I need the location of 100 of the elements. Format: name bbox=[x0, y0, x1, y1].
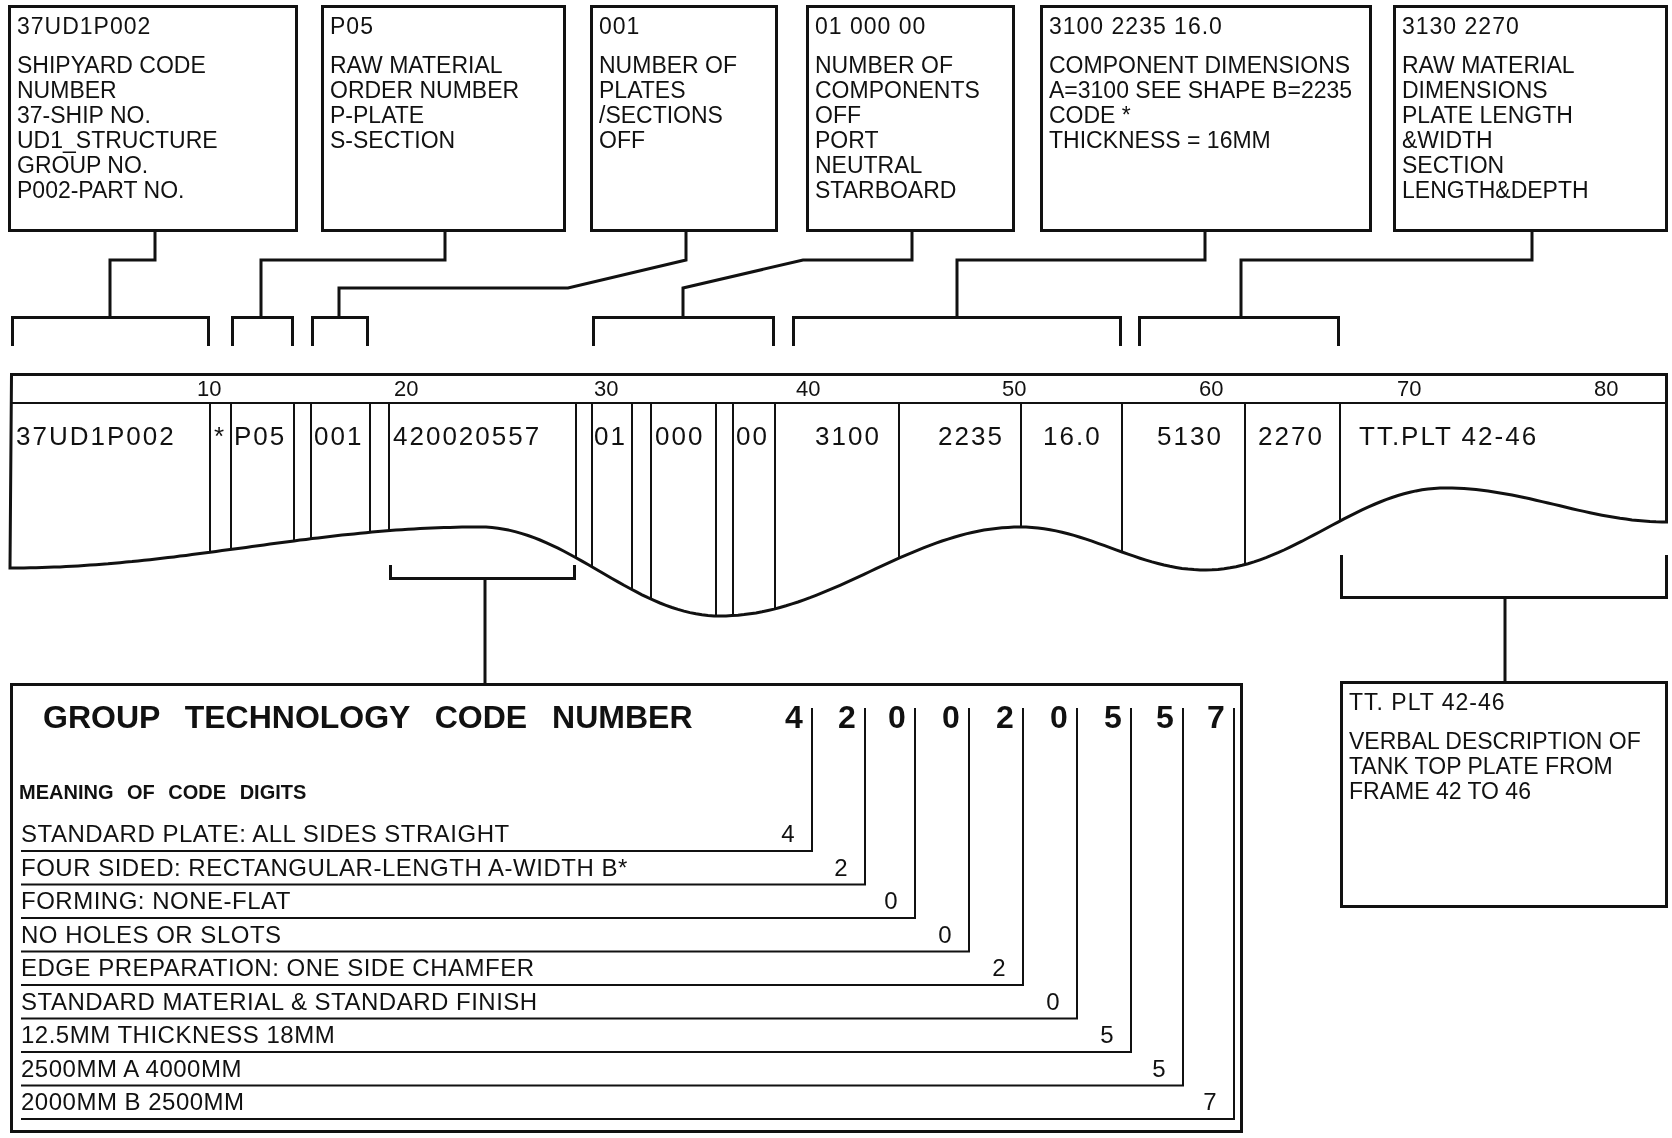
field-value: 2270 bbox=[1258, 421, 1324, 451]
description-text: SECTION LENGTH&DEPTH bbox=[1402, 153, 1590, 203]
code-text: 001 bbox=[599, 14, 642, 39]
bracket bbox=[592, 316, 775, 346]
description-text: COMPONENT DIMENSIONS bbox=[1049, 53, 1352, 78]
callout-box bbox=[590, 5, 778, 232]
punch-card bbox=[10, 373, 1668, 619]
leader-line bbox=[259, 232, 447, 316]
field-value: 01 bbox=[594, 421, 627, 451]
description-text: UD1_STRUCTURE GROUP NO. bbox=[17, 128, 219, 178]
code-meaning: NO HOLES OR SLOTS bbox=[21, 920, 282, 949]
leader-line bbox=[337, 232, 688, 316]
code-digit: 2 bbox=[833, 853, 849, 882]
code-meaning: STANDARD MATERIAL & STANDARD FINISH bbox=[21, 987, 538, 1016]
callout-box bbox=[8, 5, 298, 232]
code-digit: 5 bbox=[1151, 1054, 1167, 1083]
column-number: 20 bbox=[394, 375, 419, 403]
description-text: RAW MATERIAL ORDER NUMBER bbox=[330, 53, 521, 103]
code-text: 3130 2270 bbox=[1402, 14, 1521, 39]
column-number: 30 bbox=[594, 375, 619, 403]
code-text: P05 bbox=[330, 14, 375, 39]
bracket bbox=[1340, 555, 1668, 599]
code-digit: 2 bbox=[837, 698, 857, 736]
bracket bbox=[311, 316, 369, 346]
field-value: 000 bbox=[655, 421, 705, 451]
column-number: 80 bbox=[1594, 375, 1619, 403]
field-value: * bbox=[214, 421, 227, 451]
code-digit: 5 bbox=[1099, 1021, 1115, 1049]
code-digit: 0 bbox=[883, 887, 899, 915]
code-meaning: 12.5MM THICKNESS 18MM bbox=[21, 1021, 336, 1049]
code-digit: 5 bbox=[1103, 698, 1123, 736]
bracket bbox=[231, 316, 294, 346]
panel-subheading: MEANING OF CODE DIGITS bbox=[19, 780, 307, 804]
leader-line bbox=[681, 232, 914, 316]
code-meaning: EDGE PREPARATION: ONE SIDE CHAMFER bbox=[21, 954, 535, 982]
description-text: P-PLATE bbox=[330, 103, 426, 128]
field-value: 37UD1P002 bbox=[16, 421, 176, 451]
code-text: 37UD1P002 bbox=[17, 14, 153, 39]
column-number: 40 bbox=[796, 375, 821, 403]
description-text: P002-PART NO. bbox=[17, 178, 186, 203]
column-number: 60 bbox=[1199, 375, 1224, 403]
description-text: PLATE LENGTH &WIDTH bbox=[1402, 103, 1574, 153]
code-meaning: FORMING: NONE-FLAT bbox=[21, 887, 291, 915]
code-digit: 4 bbox=[780, 820, 796, 848]
code-digit: 0 bbox=[941, 698, 961, 736]
description-text: A=3100 SEE SHAPE B=2235 CODE * bbox=[1049, 78, 1354, 128]
code-digit: 2 bbox=[991, 954, 1007, 982]
code-digit: 0 bbox=[887, 698, 907, 736]
code-meaning: STANDARD PLATE: ALL SIDES STRAIGHT bbox=[21, 820, 510, 848]
description-text: RAW MATERIAL DIMENSIONS bbox=[1402, 53, 1575, 103]
field-value: TT.PLT 42-46 bbox=[1359, 421, 1539, 451]
description-text: SHIPYARD CODE NUMBER bbox=[17, 53, 207, 103]
callout-box bbox=[1040, 5, 1372, 232]
description-text: S-SECTION bbox=[330, 128, 457, 153]
code-text: 01 000 00 bbox=[815, 14, 928, 39]
field-value: 001 bbox=[314, 421, 364, 451]
column-number: 50 bbox=[1002, 375, 1027, 403]
code-digit: 4 bbox=[784, 698, 804, 736]
callout-box bbox=[1393, 5, 1668, 232]
leader-line bbox=[1239, 232, 1534, 316]
column-number: 10 bbox=[197, 375, 222, 403]
field-value: P05 bbox=[234, 421, 287, 451]
code-meaning: 2500MM A 4000MM bbox=[21, 1054, 242, 1083]
callout-box bbox=[321, 5, 566, 232]
code-digit: 2 bbox=[995, 698, 1015, 736]
code-text: TT. PLT 42-46 bbox=[1349, 690, 1507, 715]
bracket bbox=[11, 316, 210, 346]
leader-line bbox=[1503, 599, 1507, 681]
leader-line bbox=[108, 232, 157, 316]
code-text: 3100 2235 16.0 bbox=[1049, 14, 1224, 39]
description-text: THICKNESS = 16MM bbox=[1049, 128, 1272, 153]
description-text: NUMBER OF COMPONENTS OFF bbox=[815, 53, 981, 128]
description-text: NUMBER OF PLATES /SECTIONS OFF bbox=[599, 53, 738, 153]
leader-line bbox=[483, 580, 487, 683]
description-text: 37-SHIP NO. bbox=[17, 103, 152, 128]
column-number: 70 bbox=[1397, 375, 1422, 403]
field-value: 3100 bbox=[815, 421, 881, 451]
code-digit: 7 bbox=[1206, 698, 1226, 736]
description-text: PORT bbox=[815, 128, 880, 153]
field-value: 2235 bbox=[938, 421, 1004, 451]
description-text: STARBOARD bbox=[815, 178, 958, 203]
leader-line bbox=[955, 232, 1207, 316]
field-value: 00 bbox=[736, 421, 769, 451]
code-digit: 0 bbox=[1045, 987, 1061, 1016]
callout-box bbox=[1340, 681, 1668, 908]
field-value: 16.0 bbox=[1043, 421, 1102, 451]
code-digit: 0 bbox=[937, 920, 953, 949]
description-text: VERBAL DESCRIPTION OF TANK TOP PLATE FROM FRAME 42 TO 46 bbox=[1349, 729, 1642, 804]
code-digit: 5 bbox=[1155, 698, 1175, 736]
bracket bbox=[1138, 316, 1340, 346]
description-text: NEUTRAL bbox=[815, 153, 924, 178]
code-meaning: 2000MM B 2500MM bbox=[21, 1088, 245, 1116]
panel-heading: GROUP TECHNOLOGY CODE NUMBER bbox=[43, 698, 693, 736]
field-value: 5130 bbox=[1157, 421, 1223, 451]
field-value: 420020557 bbox=[393, 421, 542, 451]
code-digit: 0 bbox=[1049, 698, 1069, 736]
bracket bbox=[792, 316, 1122, 346]
callout-box bbox=[806, 5, 1015, 232]
code-digit: 7 bbox=[1202, 1088, 1218, 1116]
code-meaning: FOUR SIDED: RECTANGULAR-LENGTH A-WIDTH B* bbox=[21, 853, 628, 882]
